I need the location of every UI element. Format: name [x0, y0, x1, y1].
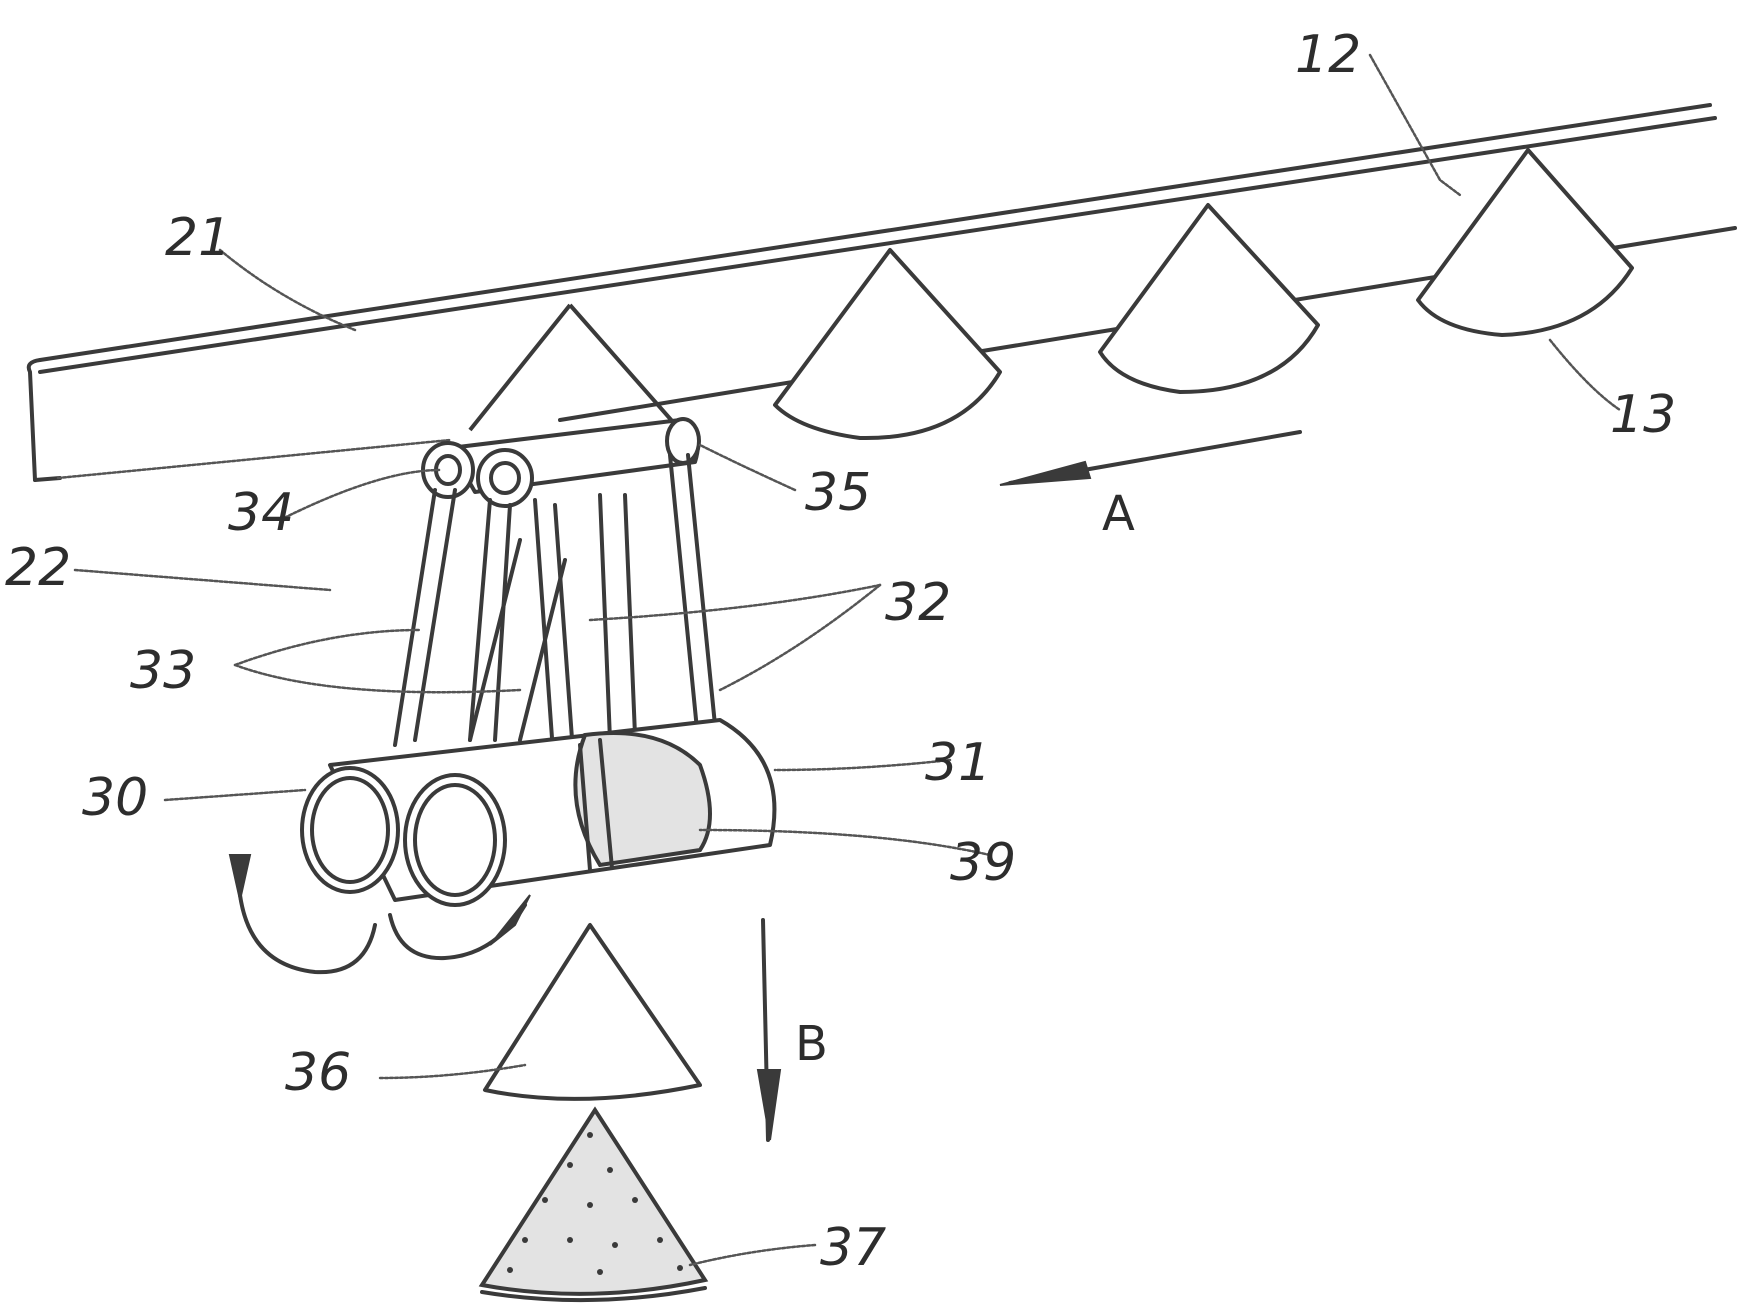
label-arrow-a: A — [1102, 486, 1135, 542]
arrow-b — [758, 920, 780, 1140]
label-13: 13 — [1610, 385, 1676, 445]
label-30: 30 — [82, 768, 148, 828]
roller-30-left — [302, 768, 398, 892]
lower-roller-assembly — [302, 720, 774, 905]
label-12: 12 — [1295, 25, 1361, 85]
label-34: 34 — [228, 483, 294, 543]
label-21: 21 — [165, 208, 231, 268]
roller-34-inner — [478, 450, 532, 506]
label-36: 36 — [285, 1043, 351, 1103]
label-32: 32 — [885, 573, 951, 633]
roller-30-right — [405, 775, 505, 905]
label-31: 31 — [925, 733, 991, 793]
cone-37 — [482, 1110, 705, 1300]
roller-crossbar — [423, 419, 699, 506]
reference-labels: 12 13 21 22 30 31 32 33 34 35 36 37 39 A… — [5, 25, 1676, 1278]
label-37: 37 — [820, 1218, 886, 1278]
hanging-cone-3 — [1418, 150, 1632, 335]
hanging-cone-2 — [1100, 205, 1318, 392]
label-39: 39 — [950, 833, 1016, 893]
label-arrow-b: B — [795, 1016, 828, 1072]
hanging-cone-1 — [775, 250, 1000, 438]
arrow-a — [1000, 432, 1300, 485]
label-33: 33 — [130, 641, 196, 701]
label-22: 22 — [5, 538, 71, 598]
cone-36 — [485, 925, 700, 1099]
label-35: 35 — [805, 463, 871, 523]
cone-at-gripper — [470, 305, 680, 430]
